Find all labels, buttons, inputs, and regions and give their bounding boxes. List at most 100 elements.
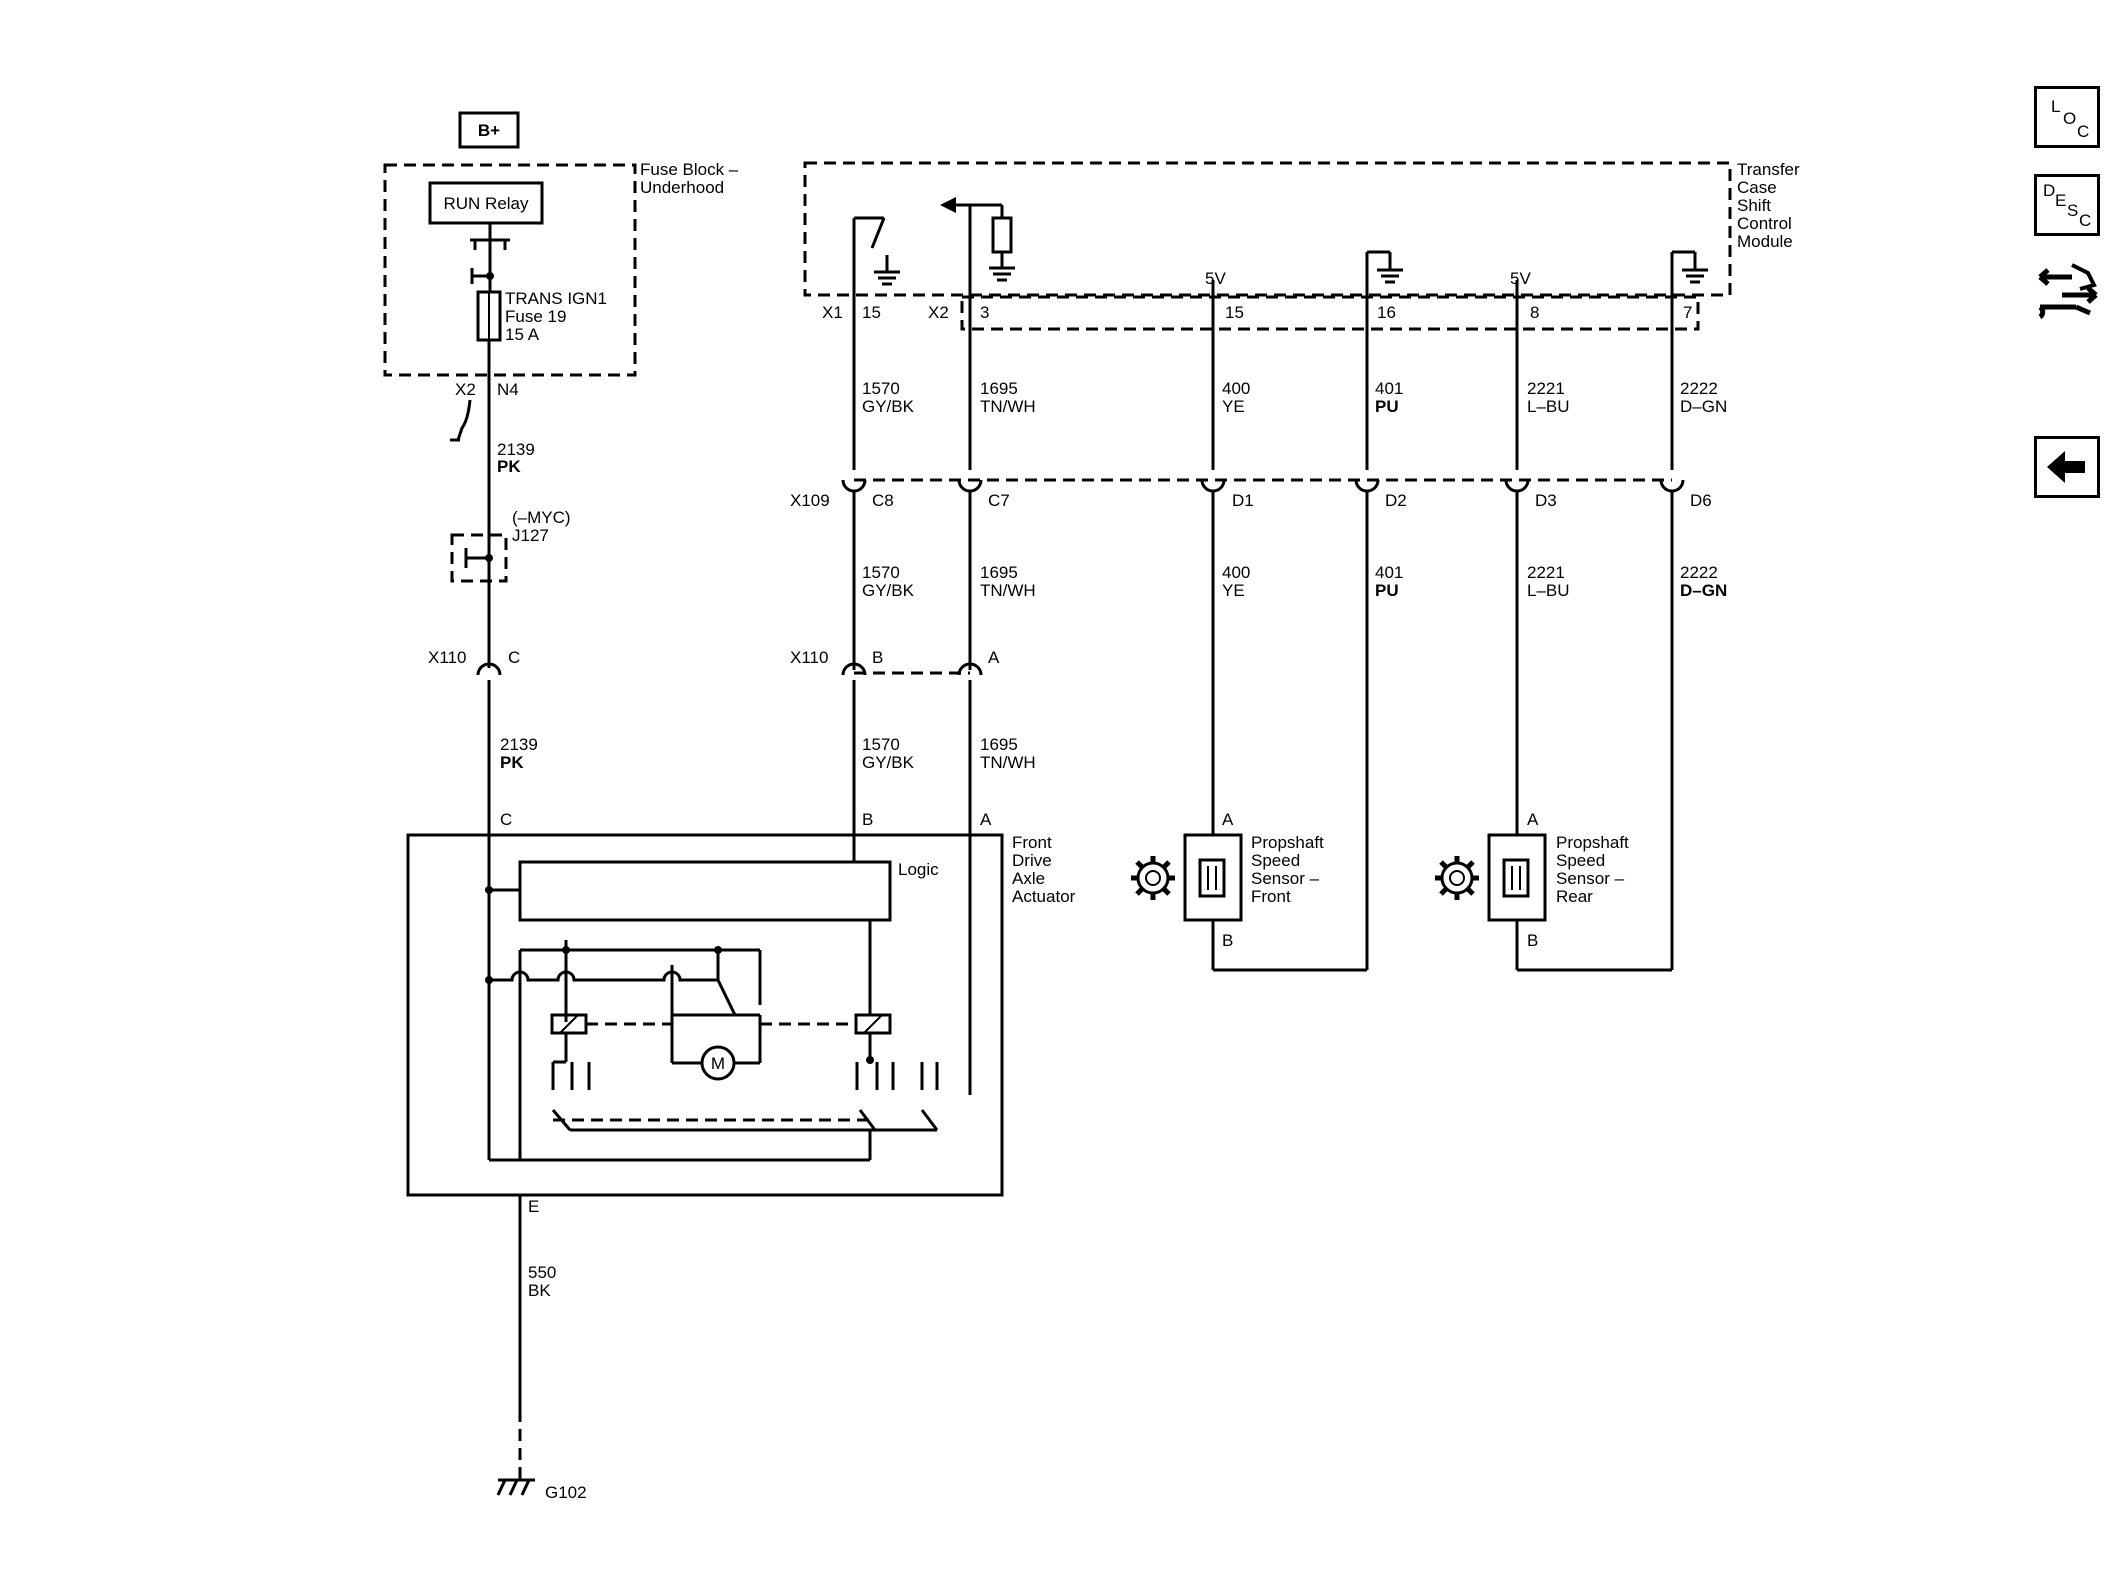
svg-text:Module: Module (1737, 232, 1793, 251)
svg-text:A: A (1222, 810, 1234, 829)
svg-text:Drive: Drive (1012, 851, 1052, 870)
svg-text:401: 401 (1375, 379, 1403, 398)
svg-text:M: M (711, 1054, 725, 1073)
svg-text:A: A (988, 648, 1000, 667)
svg-text:D2: D2 (1385, 491, 1407, 510)
svg-text:A: A (1527, 810, 1539, 829)
svg-text:1570: 1570 (862, 735, 900, 754)
svg-text:Rear: Rear (1556, 887, 1593, 906)
svg-text:Logic: Logic (898, 860, 939, 879)
svg-text:2139: 2139 (497, 440, 535, 459)
svg-text:BK: BK (528, 1281, 551, 1300)
gear-icon (1131, 856, 1175, 900)
connector-x110-ab: X110 B A (790, 648, 1000, 695)
svg-text:7: 7 (1683, 303, 1692, 322)
location-button[interactable]: L O C (2034, 86, 2100, 148)
svg-text:X2: X2 (455, 380, 476, 399)
fuse-block-underhood: Fuse Block – Underhood (383, 160, 739, 377)
svg-text:15: 15 (862, 303, 881, 322)
svg-text:B: B (1222, 931, 1233, 950)
svg-text:Axle: Axle (1012, 869, 1045, 888)
svg-text:1695: 1695 (980, 379, 1018, 398)
gear-icon (1435, 856, 1479, 900)
svg-text:Shift: Shift (1737, 196, 1771, 215)
svg-text:400: 400 (1222, 379, 1250, 398)
back-arrow-icon (2047, 451, 2085, 483)
svg-text:PK: PK (500, 753, 524, 772)
front-drive-axle-actuator: Front Drive Axle Actuator Logic (406, 833, 1076, 1197)
svg-text:C7: C7 (988, 491, 1010, 510)
logic-block (518, 860, 892, 922)
svg-text:2221: 2221 (1527, 563, 1565, 582)
propshaft-speed-sensor-rear: A B Propshaft Speed Sensor – Rear (1435, 810, 1672, 972)
svg-text:G102: G102 (545, 1483, 587, 1502)
svg-text:16: 16 (1377, 303, 1396, 322)
splice-j127: (–MYC) J127 (450, 508, 571, 583)
svg-text:TN/WH: TN/WH (980, 397, 1036, 416)
svg-text:D6: D6 (1690, 491, 1712, 510)
svg-text:B: B (862, 810, 873, 829)
svg-text:1570: 1570 (862, 563, 900, 582)
run-relay-label: RUN Relay (443, 194, 529, 213)
svg-text:C8: C8 (872, 491, 894, 510)
propshaft-speed-sensor-front: A B Propshaft Speed Sensor – Front (1131, 810, 1367, 972)
bplus-box: B+ (458, 111, 520, 149)
svg-text:2139: 2139 (500, 735, 538, 754)
svg-text:L–BU: L–BU (1527, 581, 1570, 600)
svg-text:PK: PK (497, 457, 521, 476)
svg-text:3: 3 (980, 303, 989, 322)
svg-text:5V: 5V (1510, 269, 1531, 288)
svg-text:X110: X110 (790, 648, 828, 667)
svg-text:E: E (528, 1197, 539, 1216)
svg-text:GY/BK: GY/BK (862, 581, 915, 600)
schematic-tools-icon[interactable] (2032, 255, 2104, 327)
svg-text:X1: X1 (822, 303, 843, 322)
svg-text:D–GN: D–GN (1680, 397, 1727, 416)
description-button[interactable]: D E S C (2034, 174, 2100, 236)
svg-text:Front: Front (1251, 887, 1291, 906)
svg-text:401: 401 (1375, 563, 1403, 582)
svg-text:2222: 2222 (1680, 379, 1718, 398)
svg-text:X2: X2 (928, 303, 949, 322)
svg-text:Actuator: Actuator (1012, 887, 1076, 906)
svg-text:D1: D1 (1232, 491, 1254, 510)
svg-text:Front: Front (1012, 833, 1052, 852)
svg-text:TN/WH: TN/WH (980, 581, 1036, 600)
bplus-label: B+ (478, 121, 500, 140)
svg-text:Case: Case (1737, 178, 1777, 197)
svg-text:Control: Control (1737, 214, 1792, 233)
fuse-19: TRANS IGN1 Fuse 19 15 A (476, 289, 607, 344)
svg-text:400: 400 (1222, 563, 1250, 582)
svg-text:X109: X109 (790, 491, 830, 510)
svg-text:1570: 1570 (862, 379, 900, 398)
svg-text:B: B (1527, 931, 1538, 950)
svg-text:8: 8 (1530, 303, 1539, 322)
svg-text:Underhood: Underhood (640, 178, 724, 197)
svg-text:J127: J127 (512, 526, 549, 545)
ground-g102-icon: G102 (496, 1470, 587, 1502)
svg-text:2222: 2222 (1680, 563, 1718, 582)
svg-text:YE: YE (1222, 397, 1245, 416)
svg-text:PU: PU (1375, 581, 1399, 600)
svg-text:Fuse 19: Fuse 19 (505, 307, 566, 326)
svg-text:2221: 2221 (1527, 379, 1565, 398)
svg-text:Transfer: Transfer (1737, 160, 1800, 179)
run-relay: RUN Relay (428, 181, 544, 292)
svg-text:Sensor –: Sensor – (1556, 869, 1625, 888)
svg-text:GY/BK: GY/BK (862, 753, 915, 772)
svg-text:Propshaft: Propshaft (1556, 833, 1629, 852)
svg-text:1695: 1695 (980, 563, 1018, 582)
svg-text:YE: YE (1222, 581, 1245, 600)
back-button[interactable] (2034, 436, 2100, 498)
connector-x109: X109 C8 C7 D1 D2 D3 D6 (790, 478, 1712, 510)
svg-text:Propshaft: Propshaft (1251, 833, 1324, 852)
svg-text:B: B (872, 648, 883, 667)
svg-text:X110: X110 (428, 648, 466, 667)
svg-text:A: A (980, 810, 992, 829)
transfer-case-shift-control-module: Transfer Case Shift Control Module (803, 160, 1800, 331)
svg-text:D–GN: D–GN (1680, 581, 1727, 600)
svg-text:D3: D3 (1535, 491, 1557, 510)
svg-text:C: C (500, 810, 512, 829)
svg-text:N4: N4 (497, 380, 519, 399)
svg-text:550: 550 (528, 1263, 556, 1282)
